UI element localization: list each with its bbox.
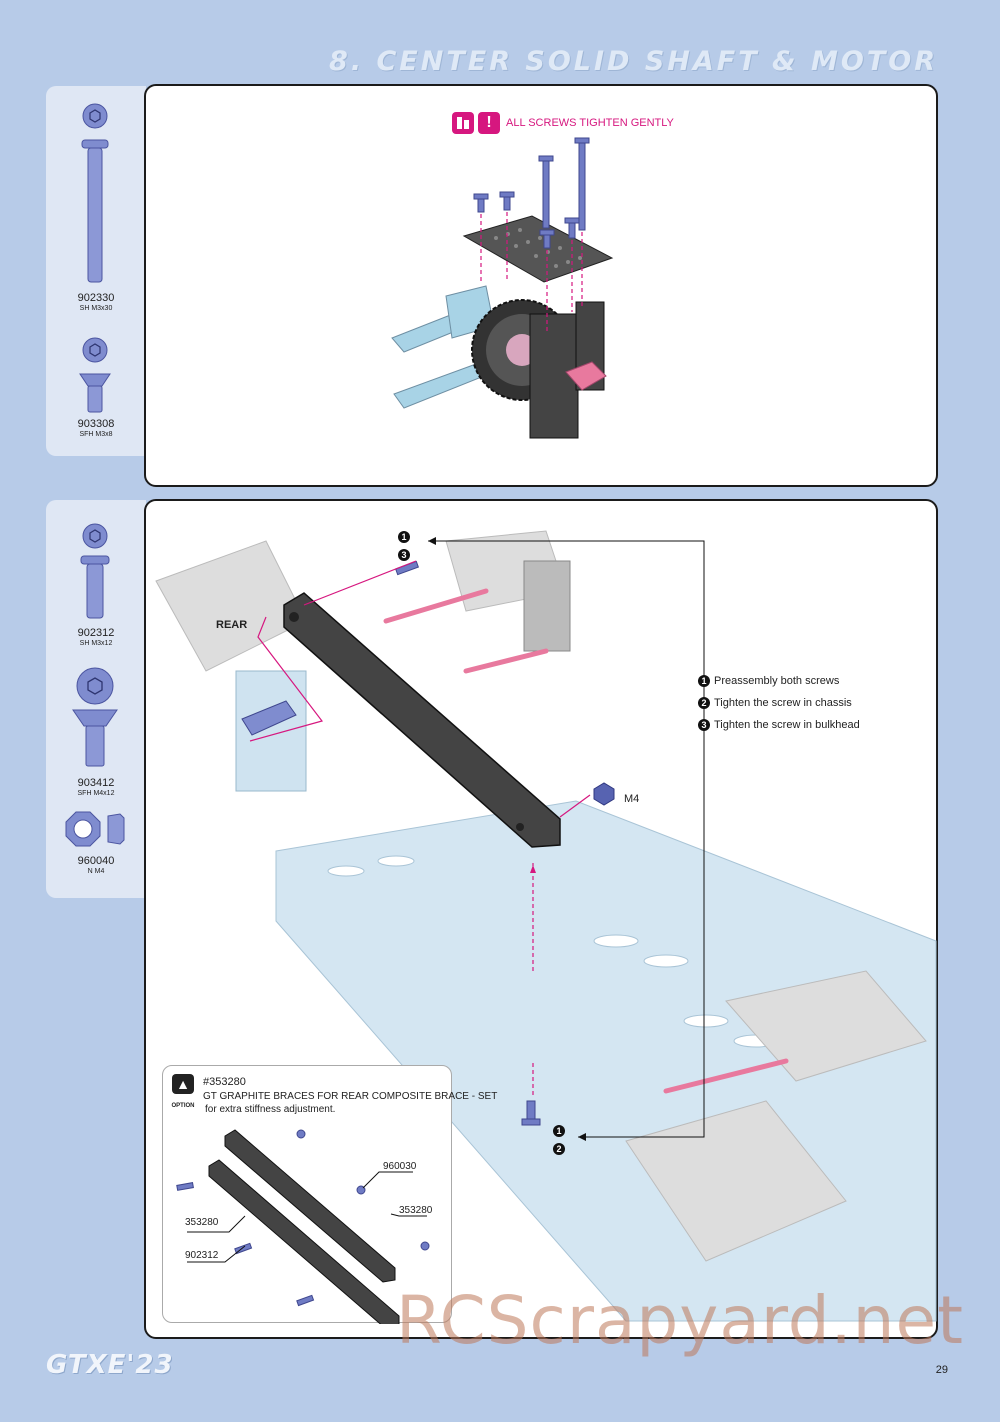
gtxe-logo: GTXE'23 <box>46 1350 174 1380</box>
option-badge: ▲ OPTION <box>171 1074 195 1109</box>
callout-top: 1 3 <box>398 527 412 563</box>
option-drawing <box>176 1129 430 1324</box>
option-label-960030: 960030 <box>383 1161 417 1172</box>
page-number: 29 <box>935 1364 948 1376</box>
thumbs-up-icon: ▲ <box>172 1074 194 1094</box>
callout-bottom: 1 2 <box>553 1121 567 1157</box>
part-code-902330: 902330 SH M3x30 <box>77 292 115 313</box>
step2-assembly-drawing <box>155 530 937 1322</box>
step2-parts-drawing <box>65 523 125 847</box>
callout-num: 1 <box>398 531 410 543</box>
option-subtitle: for extra stiffness adjustment. <box>205 1104 336 1115</box>
option-label-902312: 902312 <box>185 1250 219 1261</box>
callout-num: 2 <box>553 1143 565 1155</box>
section-title: 8. CENTER SOLID SHAFT & MOTOR <box>329 46 938 77</box>
option-label-353280-left: 353280 <box>185 1217 219 1228</box>
step1-parts-drawing <box>79 103 111 413</box>
step1-parts-sidebar: 902330 SH M3x30 903308 SFH M3x8 <box>46 86 146 456</box>
tighten-note-text: ALL SCREWS TIGHTEN GENTLY <box>506 117 674 129</box>
part-code-903308: 903308 SFH M3x8 <box>77 418 115 439</box>
watermark: RCScrapyard.net <box>396 1282 964 1359</box>
nut-label: M4 <box>624 793 640 805</box>
part-code-902312: 902312 SH M3x12 <box>77 627 115 648</box>
option-title: GT GRAPHITE BRACES FOR REAR COMPOSITE BR… <box>203 1091 498 1102</box>
callout-num: 3 <box>398 549 410 561</box>
tool-icon <box>452 112 474 134</box>
part-code-903412: 903412 SFH M4x12 <box>77 777 115 798</box>
rear-label: REAR <box>216 619 248 631</box>
option-box: ▲ OPTION #353280 GT GRAPHITE BRACES FOR … <box>162 1065 497 1324</box>
step2-parts-sidebar: 902312 SH M3x12 903412 SFH M4x12 960040 … <box>46 500 146 898</box>
tighten-notice: ! ALL SCREWS TIGHTEN GENTLY <box>452 112 674 134</box>
part-code-960040: 960040 N M4 <box>77 855 115 876</box>
step1-panel: ! ALL SCREWS TIGHTEN GENTLY <box>144 84 938 487</box>
warning-icon: ! <box>478 112 500 134</box>
option-part-no: #353280 <box>203 1076 246 1088</box>
callout-num: 1 <box>553 1125 565 1137</box>
option-label-353280-right: 353280 <box>399 1205 433 1216</box>
step1-assembly-drawing <box>391 137 614 439</box>
